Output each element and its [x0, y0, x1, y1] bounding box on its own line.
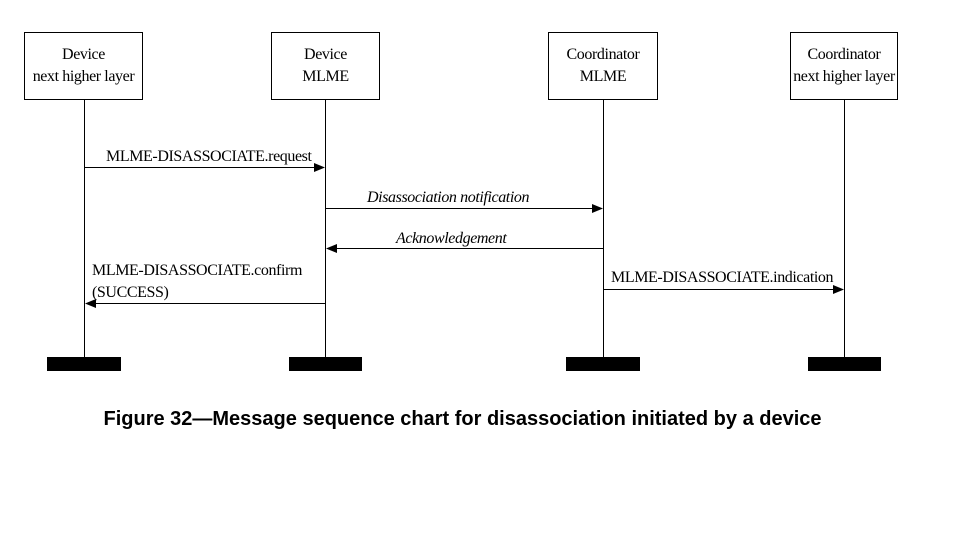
- lifeline-end-bar: [289, 357, 362, 371]
- participant-label-line2: next higher layer: [32, 68, 135, 85]
- message-label-request: MLME-DISASSOCIATE.request: [106, 148, 312, 165]
- lifeline-coordinator-mlme: [603, 100, 604, 358]
- message-label-confirm-status: (SUCCESS): [92, 284, 169, 301]
- message-arrow-request: [84, 163, 325, 172]
- message-label-acknowledgement: Acknowledgement: [396, 230, 507, 247]
- participant-label-line2: MLME: [579, 68, 627, 85]
- figure-caption: Figure 32—Message sequence chart for dis…: [103, 408, 822, 430]
- participant-coordinator-nhl: Coordinator next higher layer: [790, 32, 898, 100]
- message-arrow-indication: [603, 285, 844, 294]
- message-label-indication: MLME-DISASSOCIATE.indication: [611, 269, 834, 286]
- participant-coordinator-mlme: Coordinator MLME: [548, 32, 658, 100]
- participant-label-line1: Coordinator: [807, 46, 881, 63]
- lifeline-coordinator-nhl: [844, 100, 845, 358]
- message-arrow-disassociation-notification: [325, 204, 603, 213]
- lifeline-device-mlme: [325, 100, 326, 358]
- participant-label-line2: next higher layer: [793, 68, 895, 85]
- participant-label-line1: Device: [62, 46, 105, 63]
- message-arrow-acknowledgement: [326, 244, 604, 253]
- lifeline-end-bar: [808, 357, 881, 371]
- lifeline-end-bar: [566, 357, 640, 371]
- participant-device-nhl: Device next higher layer: [24, 32, 143, 100]
- lifeline-device-nhl: [84, 100, 85, 358]
- lifeline-end-bar: [47, 357, 121, 371]
- participant-label-line1: Coordinator: [566, 46, 640, 63]
- message-label-confirm: MLME-DISASSOCIATE.confirm: [92, 262, 302, 279]
- participant-label-line2: MLME: [302, 68, 349, 85]
- message-arrow-confirm: [85, 299, 326, 308]
- participant-device-mlme: Device MLME: [271, 32, 380, 100]
- participant-label-line1: Device: [304, 46, 347, 63]
- message-label-disassociation-notification: Disassociation notification: [367, 189, 530, 206]
